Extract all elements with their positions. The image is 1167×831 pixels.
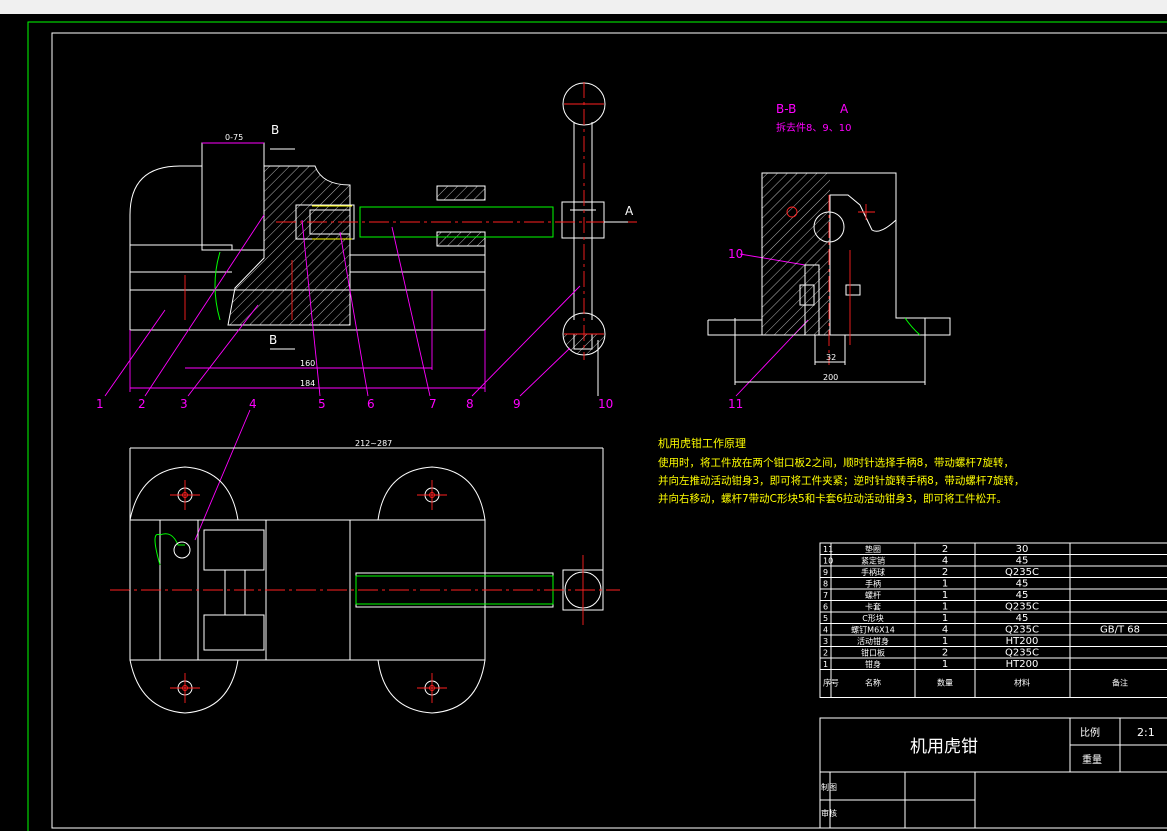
section-view: B-B A 拆去件8、9、10 200 32 bbox=[707, 102, 951, 385]
notes-title: 机用虎钳工作原理 bbox=[658, 436, 746, 450]
drawing-title: 机用虎钳 bbox=[910, 737, 978, 757]
bom-cell-mat: 45 bbox=[1016, 590, 1029, 601]
working-principle-notes: 机用虎钳工作原理 使用时，将工件放在两个钳口板2之间，顺时针选择手柄8，带动螺杆… bbox=[658, 436, 1025, 505]
bom-cell-no: 10 bbox=[823, 557, 833, 566]
leader-5: 5 bbox=[318, 397, 326, 411]
leader-10: 10 bbox=[598, 397, 613, 411]
front-dimensions: 184 160 0-75 B B A bbox=[129, 123, 634, 392]
arrow-a: A bbox=[625, 204, 634, 218]
outer-frame bbox=[27, 21, 1167, 831]
removed-parts-note: 拆去件8、9、10 bbox=[776, 121, 851, 134]
scale-label: 比例 bbox=[1080, 726, 1100, 739]
bom-cell-name: 螺钉M6X14 bbox=[851, 625, 895, 635]
leader-10-section: 10 bbox=[728, 247, 743, 261]
bom-cell-name: 手柄 bbox=[865, 579, 881, 589]
leader-1: 1 bbox=[96, 397, 104, 411]
bom-cell-name: 钳身 bbox=[865, 659, 881, 669]
bom-cell-mat: 45 bbox=[1016, 613, 1029, 624]
bom-cell-qty: 1 bbox=[942, 613, 948, 624]
section-label: B-B bbox=[776, 102, 796, 116]
bom-cell-name: 手柄球 bbox=[861, 567, 885, 577]
bom-cell-qty: 1 bbox=[942, 602, 948, 613]
leader-11: 11 bbox=[728, 397, 743, 411]
bom-cell-qty: 2 bbox=[942, 567, 948, 578]
dim-d5: 32 bbox=[826, 353, 836, 362]
bom-cell-no: 9 bbox=[823, 568, 828, 577]
dim-d1: 160 bbox=[300, 359, 315, 368]
leader-7: 7 bbox=[429, 397, 437, 411]
bom-cell-no: 11 bbox=[823, 545, 833, 554]
bom-cell-qty: 4 bbox=[942, 625, 948, 636]
bom-cell-name: 螺杆 bbox=[865, 590, 881, 600]
leader-4: 4 bbox=[249, 397, 257, 411]
bom-header-note: 备注 bbox=[1112, 678, 1128, 688]
top-view: 212~287 bbox=[110, 439, 620, 714]
leader-2: 2 bbox=[138, 397, 146, 411]
arrow-b-bottom: B bbox=[269, 333, 277, 347]
bom-cell-qty: 1 bbox=[942, 636, 948, 647]
bom-cell-mat: 30 bbox=[1016, 544, 1029, 555]
bom-header-mat: 材料 bbox=[1014, 678, 1030, 688]
bom-header-name: 名称 bbox=[865, 678, 881, 688]
bom-cell-mat: HT200 bbox=[1006, 636, 1039, 647]
bom-cell-mat: Q235C bbox=[1005, 602, 1039, 613]
bom-cell-qty: 1 bbox=[942, 579, 948, 590]
notes-line-1: 使用时，将工件放在两个钳口板2之间，顺时针选择手柄8，带动螺杆7旋转， bbox=[658, 456, 1014, 469]
bom-cell-name: 活动钳身 bbox=[857, 636, 889, 646]
bom-header-qty: 数量 bbox=[937, 678, 953, 688]
bom-cell-mat: 45 bbox=[1016, 556, 1029, 567]
bom-cell-no: 7 bbox=[823, 591, 828, 600]
leader-8: 8 bbox=[466, 397, 474, 411]
bom-cell-mat: HT200 bbox=[1006, 659, 1039, 670]
weight-label: 重量 bbox=[1082, 753, 1102, 766]
leader-3: 3 bbox=[180, 397, 188, 411]
front-view bbox=[129, 82, 640, 360]
bom-cell-no: 6 bbox=[823, 603, 828, 612]
dim-d3: 212~287 bbox=[355, 439, 392, 448]
dim-d2: 184 bbox=[300, 379, 315, 388]
inner-frame bbox=[51, 32, 1167, 829]
view-a-label: A bbox=[840, 102, 849, 116]
title-block: 机用虎钳 比例 2:1 重量 制图 审核 bbox=[819, 717, 1167, 829]
bom-cell-qty: 2 bbox=[942, 544, 948, 555]
scale-value: 2:1 bbox=[1137, 726, 1155, 739]
cad-drawing-viewport[interactable]: 184 160 0-75 B B A 1 2 3 4 5 6 7 8 9 10 bbox=[0, 14, 1167, 831]
sign-check-label: 审核 bbox=[821, 808, 837, 818]
bom-cell-mat: Q235C bbox=[1005, 648, 1039, 659]
notes-line-3: 并向右移动，螺杆7带动C形块5和卡套6拉动活动钳身3，即可将工件松开。 bbox=[658, 492, 1007, 505]
bom-header-no: 序号 bbox=[823, 678, 839, 688]
bom-cell-mat: Q235C bbox=[1005, 567, 1039, 578]
arrow-b-top: B bbox=[271, 123, 279, 137]
bom-cell-qty: 2 bbox=[942, 648, 948, 659]
leader-6: 6 bbox=[367, 397, 375, 411]
leader-lines: 1 2 3 4 5 6 7 8 9 10 11 10 bbox=[96, 214, 809, 541]
bom-cell-note: GB/T 68 bbox=[1100, 625, 1140, 636]
dim-jaw: 0-75 bbox=[225, 133, 243, 142]
dim-d4: 200 bbox=[823, 373, 838, 382]
bom-cell-no: 1 bbox=[823, 660, 828, 669]
sign-draw-label: 制图 bbox=[821, 782, 837, 792]
bom-cell-name: 卡套 bbox=[865, 602, 881, 612]
notes-line-2: 并向左推动活动钳身3，即可将工件夹紧；逆时针旋转手柄8，带动螺杆7旋转， bbox=[658, 474, 1025, 487]
bom-cell-no: 5 bbox=[823, 614, 828, 623]
bom-cell-qty: 1 bbox=[942, 659, 948, 670]
bom-cell-no: 3 bbox=[823, 637, 828, 646]
bom-cell-name: 紧定销 bbox=[861, 556, 885, 566]
drawing-canvas: 184 160 0-75 B B A 1 2 3 4 5 6 7 8 9 10 bbox=[27, 21, 1167, 831]
bom-cell-mat: 45 bbox=[1016, 579, 1029, 590]
bom-cell-mat: Q235C bbox=[1005, 625, 1039, 636]
bom-cell-no: 4 bbox=[823, 626, 828, 635]
bom-cell-no: 8 bbox=[823, 580, 828, 589]
leader-9: 9 bbox=[513, 397, 521, 411]
bom-cell-name: C形块 bbox=[862, 613, 884, 623]
bom-cell-name: 垫圈 bbox=[865, 544, 881, 554]
bom-cell-no: 2 bbox=[823, 649, 828, 658]
bom-cell-qty: 1 bbox=[942, 590, 948, 601]
bom-cell-qty: 4 bbox=[942, 556, 948, 567]
bom-cell-name: 钳口板 bbox=[861, 648, 885, 658]
